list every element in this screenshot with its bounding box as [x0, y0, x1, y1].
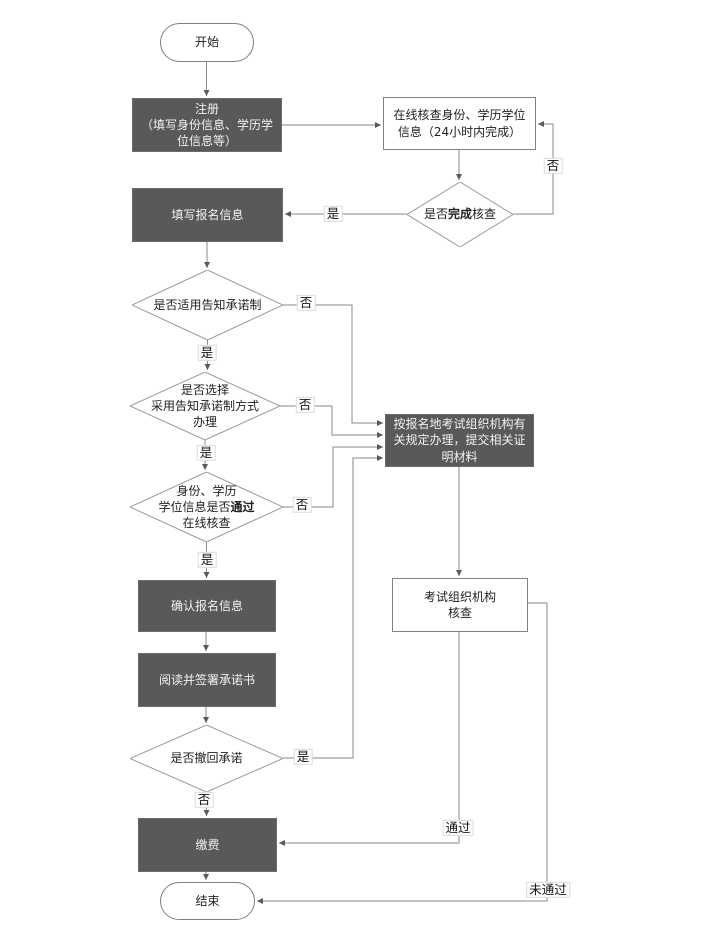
start-terminator: 开始	[160, 23, 254, 62]
withdraw-decision: 是否撤回承诺	[130, 725, 283, 792]
choose-commitment-decision: 是否选择 采用告知承诺制方式 办理	[130, 372, 280, 440]
edge-label-no-apply: 否	[296, 294, 316, 312]
handle-materials-label: 按报名地考试组织机构有 关规定办理，提交相关证 明材料	[393, 417, 526, 464]
diamond-shape	[132, 270, 283, 340]
handle-materials-process: 按报名地考试组织机构有 关规定办理，提交相关证 明材料	[385, 414, 534, 467]
edge-label-no-choose: 否	[295, 396, 315, 414]
edge-label-not-pass: 未通过	[526, 881, 570, 899]
pay-label: 缴费	[195, 837, 220, 852]
confirm-info-label: 确认报名信息	[170, 598, 243, 613]
edge-label-no-online-pass: 否	[292, 496, 312, 514]
choose-commitment-label: 是否选择 采用告知承诺制方式 办理	[150, 382, 259, 430]
sign-commitment-process: 阅读并签署承诺书	[138, 653, 276, 707]
apply-commitment-decision: 是否适用告知承诺制	[132, 270, 283, 340]
register-label: 注册 （填写身份信息、学历学 位信息等）	[140, 101, 273, 149]
pay-process: 缴费	[138, 818, 277, 872]
check-done-decision: 是否完成核查	[407, 182, 513, 247]
online-check-process: 在线核查身份、学历学位 信息（24小时内完成）	[383, 97, 536, 150]
online-pass-label: 身份、学历学位信息是否通过在线核查	[158, 483, 255, 531]
diamond-shape	[130, 472, 283, 542]
online-check-label: 在线核查身份、学历学位 信息（24小时内完成）	[393, 108, 526, 139]
confirm-info-process: 确认报名信息	[138, 580, 276, 632]
org-check-process: 考试组织机构 核查	[392, 578, 528, 632]
start-label: 开始	[194, 35, 219, 50]
diamond-shape	[407, 182, 513, 247]
end-terminator: 结束	[160, 882, 255, 920]
edge-label-pass: 通过	[442, 819, 474, 837]
end-label: 结束	[195, 893, 220, 908]
fill-info-process: 填写报名信息	[132, 188, 283, 242]
edge-label-yes-apply: 是	[197, 344, 217, 362]
register-process: 注册 （填写身份信息、学历学 位信息等）	[132, 98, 282, 152]
edge-label-yes-withdraw: 是	[293, 748, 313, 766]
edge-label-yes-choose: 是	[196, 444, 216, 462]
online-pass-decision: 身份、学历学位信息是否通过在线核查	[130, 472, 283, 542]
edge-label-no-check-done: 否	[543, 157, 563, 175]
diamond-shape	[130, 372, 280, 440]
fill-info-label: 填写报名信息	[171, 207, 244, 222]
withdraw-label: 是否撤回承诺	[170, 751, 243, 766]
apply-commitment-label: 是否适用告知承诺制	[153, 297, 262, 312]
edge-label-yes-online-pass: 是	[197, 551, 217, 569]
diamond-shape	[130, 725, 283, 792]
edge-label-yes-check-done: 是	[323, 205, 343, 223]
sign-commitment-label: 阅读并签署承诺书	[158, 672, 255, 687]
org-check-label: 考试组织机构 核查	[423, 589, 496, 620]
edge-label-no-withdraw: 否	[194, 791, 214, 809]
check-done-label: 是否完成核查	[423, 207, 497, 222]
